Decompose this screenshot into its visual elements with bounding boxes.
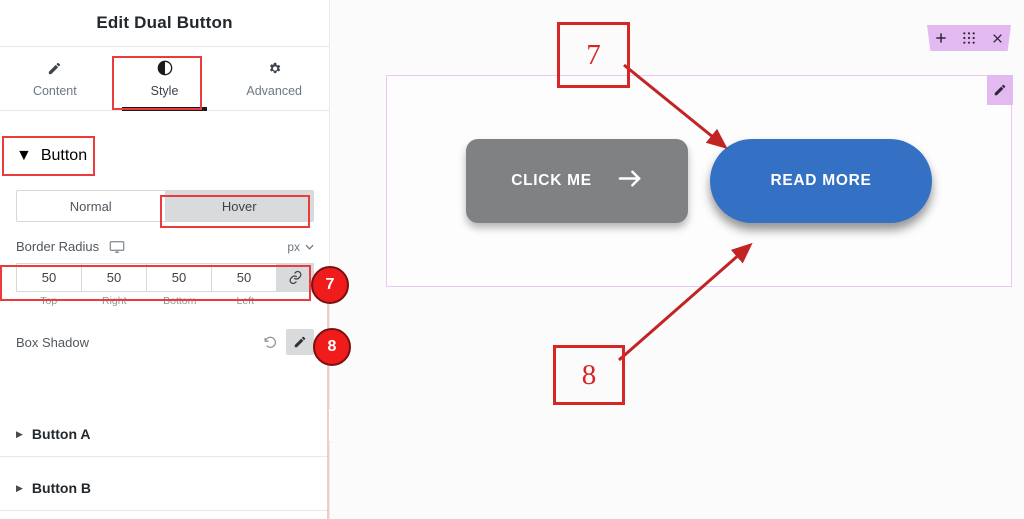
tab-advanced[interactable]: Advanced: [219, 47, 329, 110]
border-radius-left-input[interactable]: 50: [211, 263, 276, 292]
drag-handle-icon[interactable]: [962, 31, 976, 45]
border-radius-row: Border Radius px: [0, 239, 330, 254]
label-top: Top: [40, 295, 58, 307]
close-icon[interactable]: [991, 32, 1004, 45]
tab-style-label: Style: [150, 83, 179, 98]
section-edit-button[interactable]: [986, 74, 1013, 105]
border-radius-label: Border Radius: [16, 239, 100, 254]
dual-button-widget: CLICK ME READ MORE: [387, 76, 1011, 286]
widget-toolbar: [927, 25, 1011, 51]
border-radius-side-labels: Top Right Bottom Left: [16, 295, 314, 307]
reset-icon[interactable]: [261, 333, 279, 351]
label-spacer: [278, 295, 314, 307]
state-toggle-normal[interactable]: Normal: [17, 191, 165, 221]
tab-content[interactable]: Content: [0, 47, 110, 110]
tab-style[interactable]: Style: [110, 47, 220, 111]
section-container: CLICK ME READ MORE: [386, 74, 1013, 287]
box-shadow-label: Box Shadow: [16, 334, 89, 350]
link-values-toggle[interactable]: [276, 263, 314, 292]
add-icon[interactable]: [934, 31, 948, 45]
border-radius-inputs: 50 50 50 50: [16, 263, 314, 292]
state-toggle: Normal Hover: [16, 190, 314, 222]
link-icon: [289, 270, 301, 285]
button-read-more-label: READ MORE: [770, 172, 872, 189]
button-click-me[interactable]: CLICK ME: [466, 139, 688, 223]
box-shadow-row: Box Shadow: [16, 329, 314, 355]
chevron-right-icon: ▶: [16, 482, 23, 493]
pencil-icon: [47, 60, 62, 77]
desktop-icon[interactable]: [109, 240, 125, 254]
tab-advanced-label: Advanced: [246, 83, 302, 98]
editor-panel: Edit Dual Button Content Style Advanced: [0, 0, 330, 519]
preview-canvas: CLICK ME READ MORE: [331, 0, 1024, 519]
button-click-me-label: CLICK ME: [511, 172, 592, 189]
gear-icon: [267, 60, 282, 77]
button-controls: Normal Hover Border Radius px 50 50 50 5…: [0, 190, 330, 355]
contrast-icon: [157, 60, 173, 77]
unit-selector[interactable]: px: [287, 240, 314, 254]
label-left: Left: [236, 295, 254, 307]
page-title: Edit Dual Button: [96, 13, 233, 32]
pencil-icon: [294, 336, 306, 348]
section-button-a[interactable]: ▶ Button A: [0, 412, 330, 457]
state-toggle-hover[interactable]: Hover: [164, 191, 313, 221]
pencil-icon: [994, 84, 1005, 95]
section-button-b-label: Button B: [31, 480, 92, 496]
panel-header: Edit Dual Button: [0, 0, 329, 47]
panel-tabs: Content Style Advanced: [0, 47, 329, 111]
section-button-label: Button: [40, 146, 88, 164]
chevron-down-icon: [305, 244, 314, 250]
box-shadow-edit-button[interactable]: [286, 329, 314, 355]
arrow-right-icon: [618, 169, 643, 193]
tab-content-label: Content: [32, 83, 77, 98]
label-right: Right: [101, 295, 127, 307]
label-bottom: Bottom: [163, 295, 197, 307]
border-radius-bottom-input[interactable]: 50: [146, 263, 211, 292]
button-read-more[interactable]: READ MORE: [710, 139, 932, 223]
chevron-right-icon: ▶: [16, 428, 23, 439]
chevron-down-icon: ▼: [16, 146, 32, 164]
section-button-a-label: Button A: [31, 426, 91, 442]
unit-label: px: [287, 239, 300, 254]
section-button[interactable]: ▼ Button: [0, 133, 330, 178]
border-radius-right-input[interactable]: 50: [81, 263, 146, 292]
section-button-b[interactable]: ▶ Button B: [0, 466, 330, 511]
border-radius-top-input[interactable]: 50: [16, 263, 81, 292]
